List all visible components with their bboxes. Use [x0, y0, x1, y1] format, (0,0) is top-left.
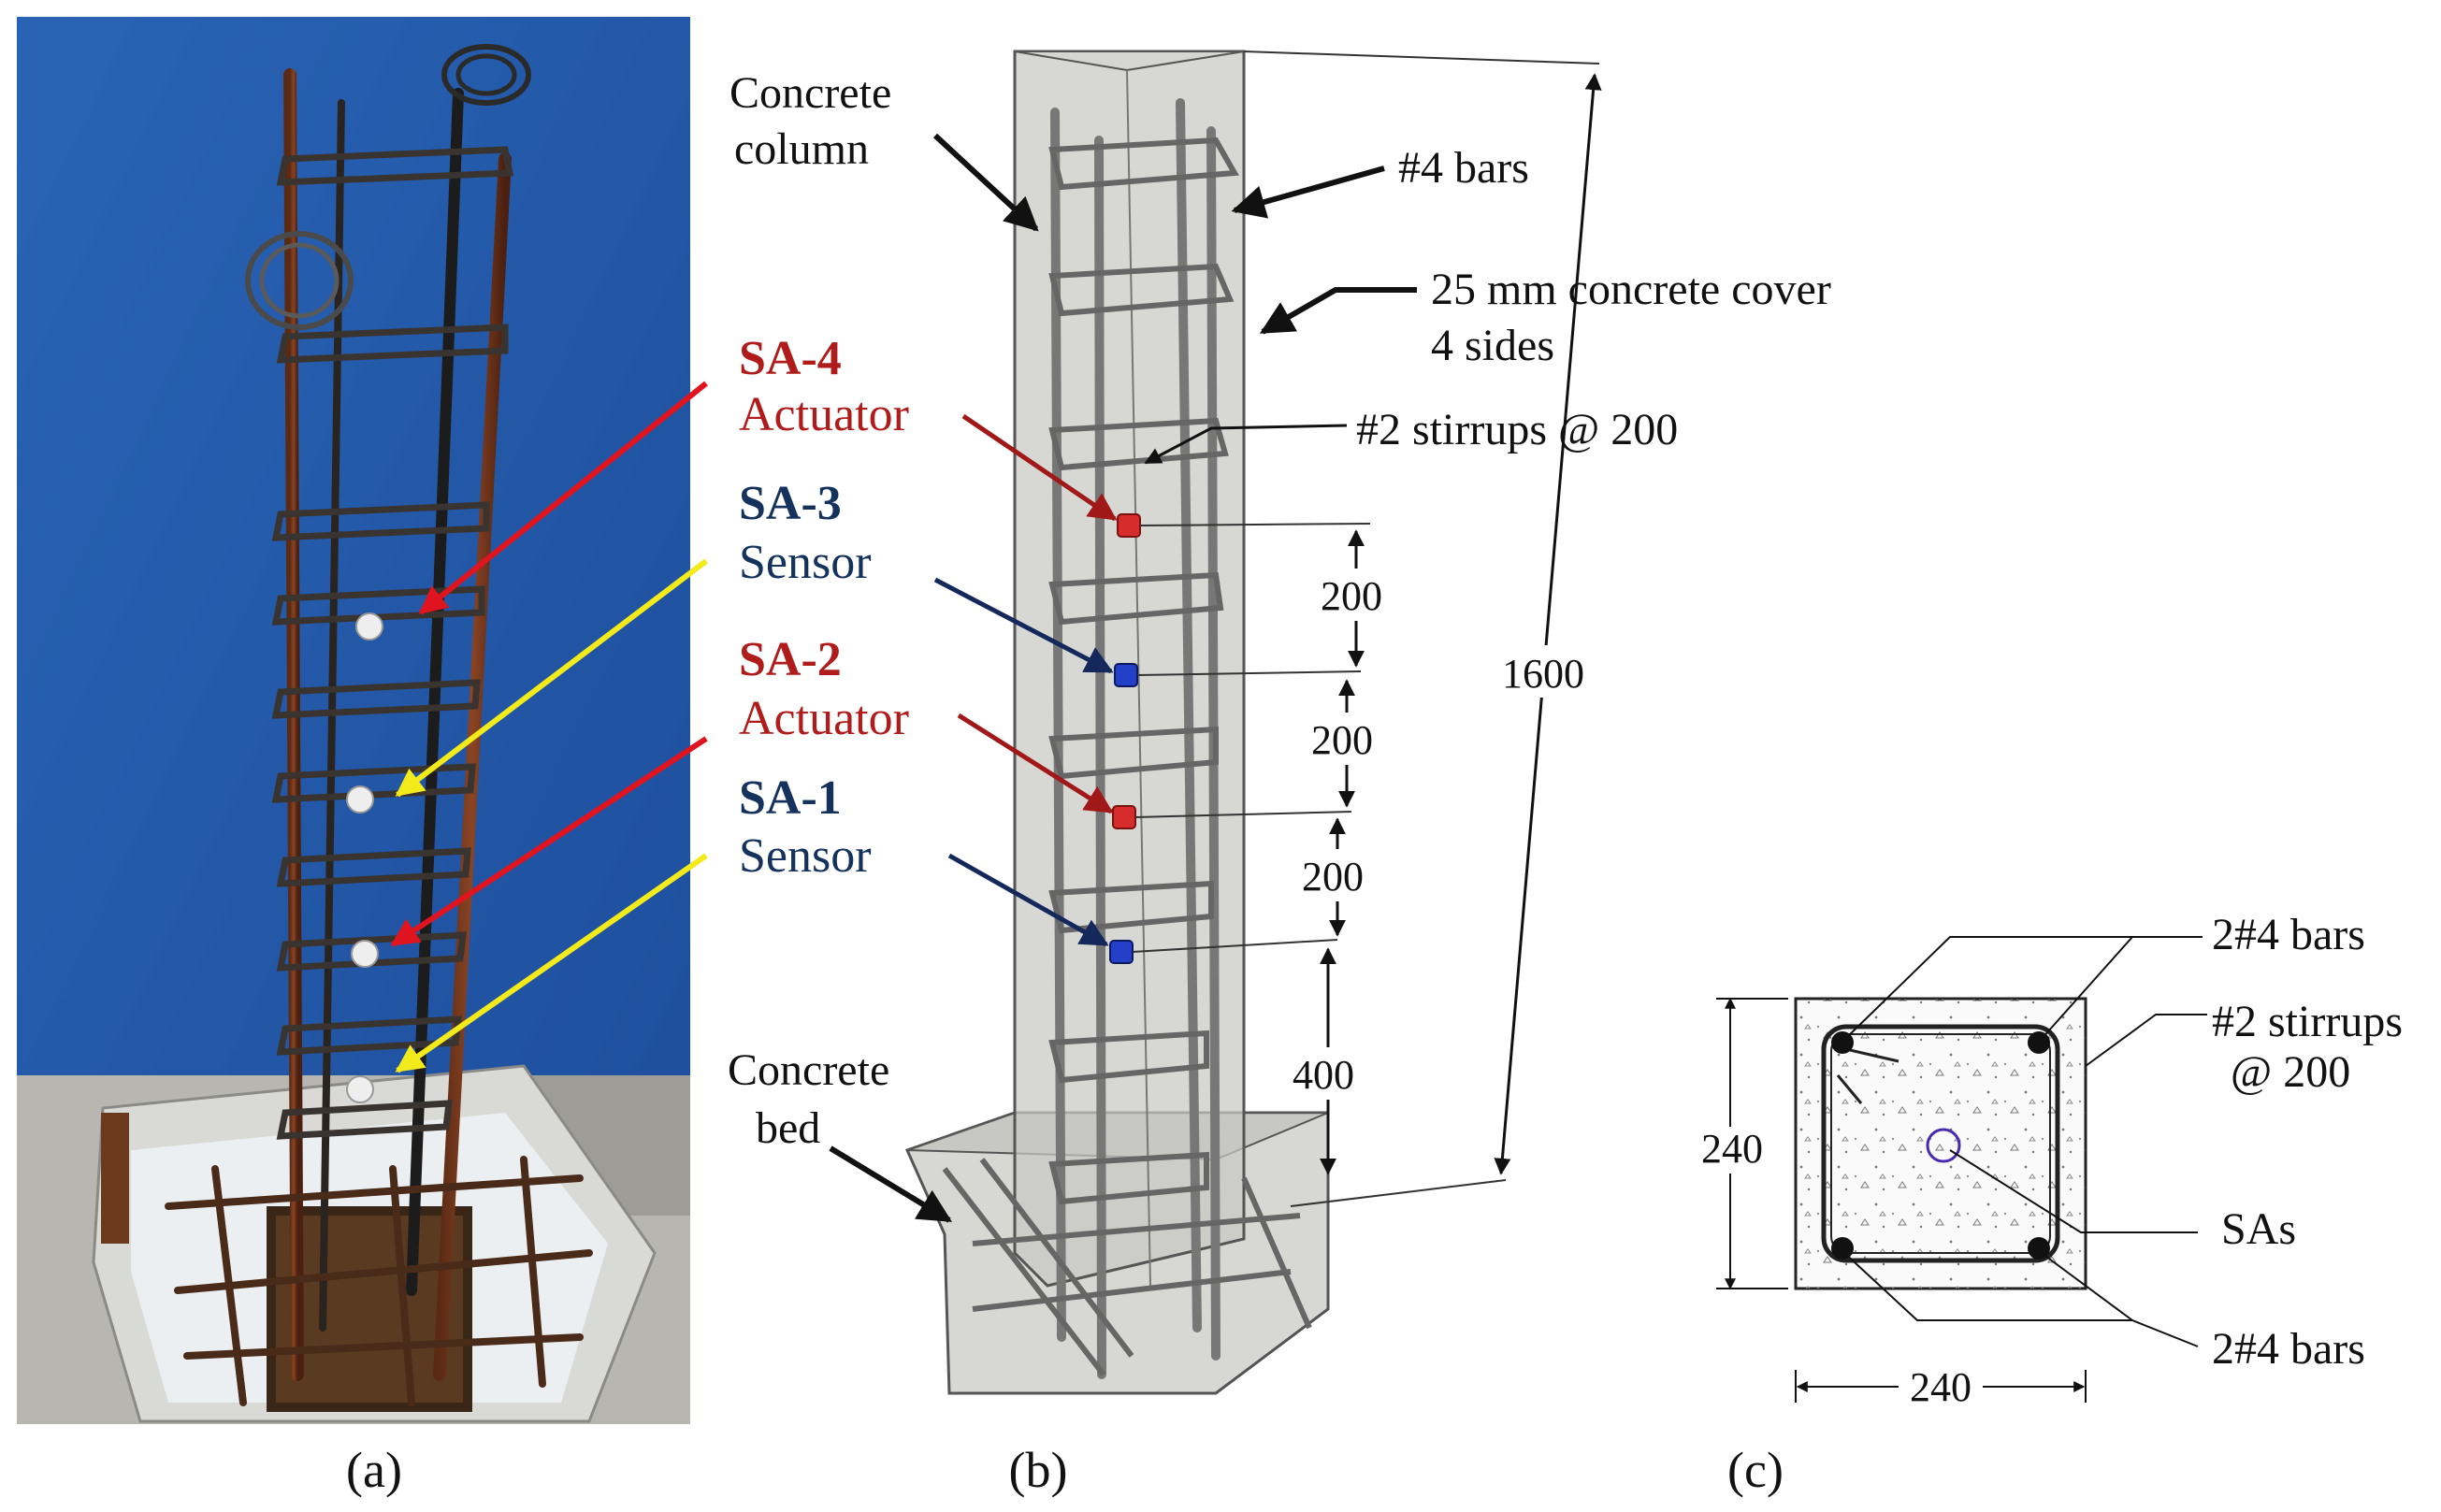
dim-200-low: 200	[1302, 854, 1364, 900]
sa3-role: Sensor	[739, 536, 872, 589]
panel-b-column	[904, 50, 1600, 1395]
label-c-stirrups-1: #2 stirrups	[2212, 997, 2403, 1046]
panel-c-section	[1794, 997, 2087, 1290]
dim-c-width: 240	[1910, 1364, 1972, 1410]
caption-c: (c)	[1727, 1442, 1784, 1498]
photo-arrow-sa4	[418, 381, 708, 615]
sa3-id: SA-3	[739, 477, 842, 530]
dim-200-mid: 200	[1311, 717, 1373, 763]
label-concrete-bed-2: bed	[756, 1103, 820, 1153]
sa2-id: SA-2	[739, 633, 842, 686]
panel-b-dimensions	[1320, 73, 1602, 1175]
sa3-sensor-cube	[1114, 663, 1138, 687]
arrow-sa2	[957, 713, 1114, 814]
photo-sa-devices	[346, 612, 383, 1103]
label-stirrups: #2 stirrups @ 200	[1356, 405, 1678, 454]
arrow-sa3	[933, 577, 1114, 674]
sa4-actuator-cube	[1117, 513, 1141, 538]
label-c-bars-top: 2#4 bars	[2212, 910, 2365, 959]
sa4-id: SA-4	[739, 332, 842, 385]
photo-rebar-cage	[165, 44, 593, 1406]
label-c-bars-bottom: 2#4 bars	[2212, 1324, 2365, 1374]
label-c-sas: SAs	[2221, 1204, 2296, 1254]
sas-marker	[1926, 1128, 1961, 1163]
photo-arrow-sa2	[390, 736, 708, 947]
panel-a-photo	[17, 17, 708, 1424]
caption-b: (b)	[1009, 1442, 1068, 1498]
photo-arrow-sa1	[395, 853, 708, 1073]
bar-top-right	[2028, 1031, 2050, 1054]
panel-c-leaders	[1842, 936, 2207, 1347]
label-4-bars: #4 bars	[1398, 143, 1529, 193]
sa2-role: Actuator	[739, 692, 909, 745]
arrow-sa4	[961, 413, 1118, 522]
arrow-4-bars	[1231, 166, 1385, 219]
photo-arrow-sa3	[395, 558, 708, 798]
dim-400: 400	[1293, 1052, 1354, 1098]
arrow-concrete-column	[932, 133, 1039, 232]
arrow-concrete-bed	[829, 1145, 953, 1223]
dim-1600: 1600	[1502, 651, 1584, 697]
label-cover-2: 4 sides	[1431, 321, 1554, 370]
bar-bottom-left	[1831, 1237, 1854, 1260]
arrow-stirrups	[1144, 424, 1348, 465]
label-concrete-bed-1: Concrete	[728, 1045, 889, 1095]
label-concrete-column-2: column	[734, 124, 869, 174]
arrow-cover	[1259, 287, 1417, 335]
sa1-sensor-cube	[1109, 940, 1134, 964]
dim-200-top: 200	[1321, 573, 1382, 619]
sa1-id: SA-1	[739, 771, 842, 825]
sa1-role: Sensor	[739, 829, 872, 883]
sa2-actuator-cube	[1112, 805, 1136, 829]
label-concrete-column-1: Concrete	[729, 68, 891, 118]
bar-bottom-right	[2028, 1237, 2050, 1260]
dim-c-height: 240	[1701, 1126, 1763, 1172]
caption-a: (a)	[346, 1442, 402, 1498]
sa4-role: Actuator	[739, 388, 909, 441]
label-c-stirrups-2: @ 200	[2231, 1047, 2350, 1097]
label-cover-1: 25 mm concrete cover	[1431, 265, 1831, 314]
section-stirrup	[1821, 1024, 2060, 1263]
arrow-sa1	[947, 853, 1109, 947]
